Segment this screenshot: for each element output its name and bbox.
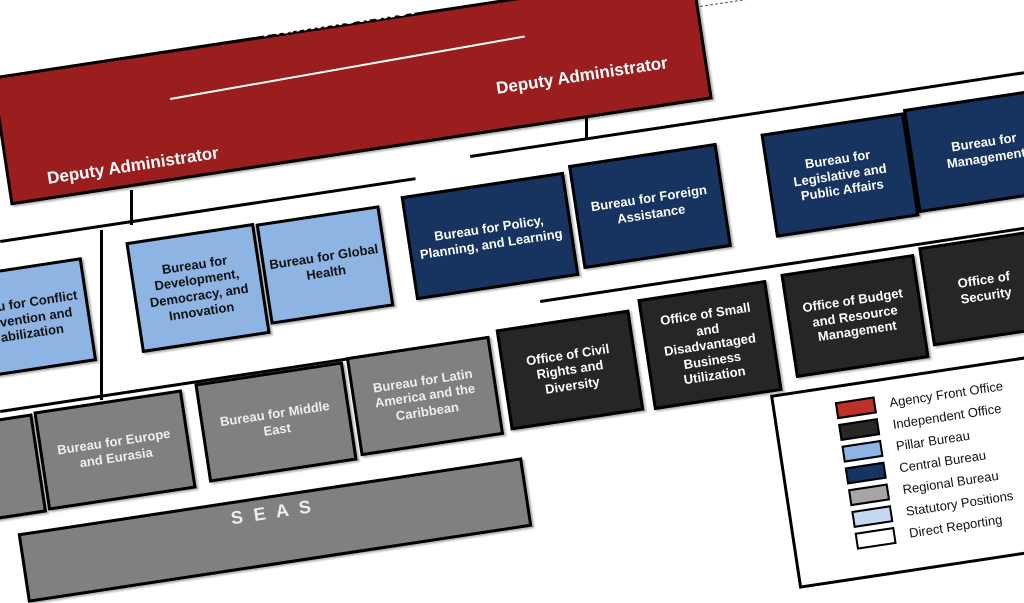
swatch-icon <box>847 483 891 507</box>
bureau-policy[interactable]: Bureau for Policy, Planning, and Learnin… <box>400 171 580 301</box>
bureau-europe[interactable]: Bureau for Europe and Eurasia <box>33 389 197 511</box>
swatch-icon <box>844 461 887 485</box>
swatch-icon <box>841 439 884 463</box>
bureau-conflict[interactable]: reau for Conflict revention and abilizat… <box>0 257 98 379</box>
legend: Agency Front Office Independent Office P… <box>770 349 1024 589</box>
bureau-latin-america[interactable]: Bureau for Latin America and the Caribbe… <box>345 335 505 457</box>
swatch-icon <box>838 418 881 441</box>
swatch-icon <box>834 396 877 420</box>
office-security[interactable]: Office of Security <box>918 229 1024 347</box>
connector <box>130 190 133 225</box>
bureau-middle-east[interactable]: Bureau for Middle East <box>194 361 358 483</box>
bureau-management[interactable]: Bureau for Management <box>902 86 1024 214</box>
swatch-icon <box>851 505 894 528</box>
office-civil-rights[interactable]: Office of Civil Rights and Diversity <box>495 309 645 431</box>
dashed-connector <box>700 0 1024 7</box>
bureau-legislative[interactable]: Bureau for Legislative and Public Affair… <box>760 112 920 238</box>
office-small-business[interactable]: Office of Small and Disadvantaged Busine… <box>637 279 783 411</box>
bureau-foreign-assistance[interactable]: Bureau for Foreign Assistance <box>567 142 733 270</box>
bureau-ddi[interactable]: Bureau for Development, Democracy, and I… <box>125 222 271 354</box>
swatch-icon <box>854 526 897 550</box>
office-budget[interactable]: Office of Budget and Resource Management <box>780 253 930 379</box>
bureau-global-health[interactable]: Bureau for Global Health <box>255 205 395 325</box>
connector <box>100 230 103 400</box>
